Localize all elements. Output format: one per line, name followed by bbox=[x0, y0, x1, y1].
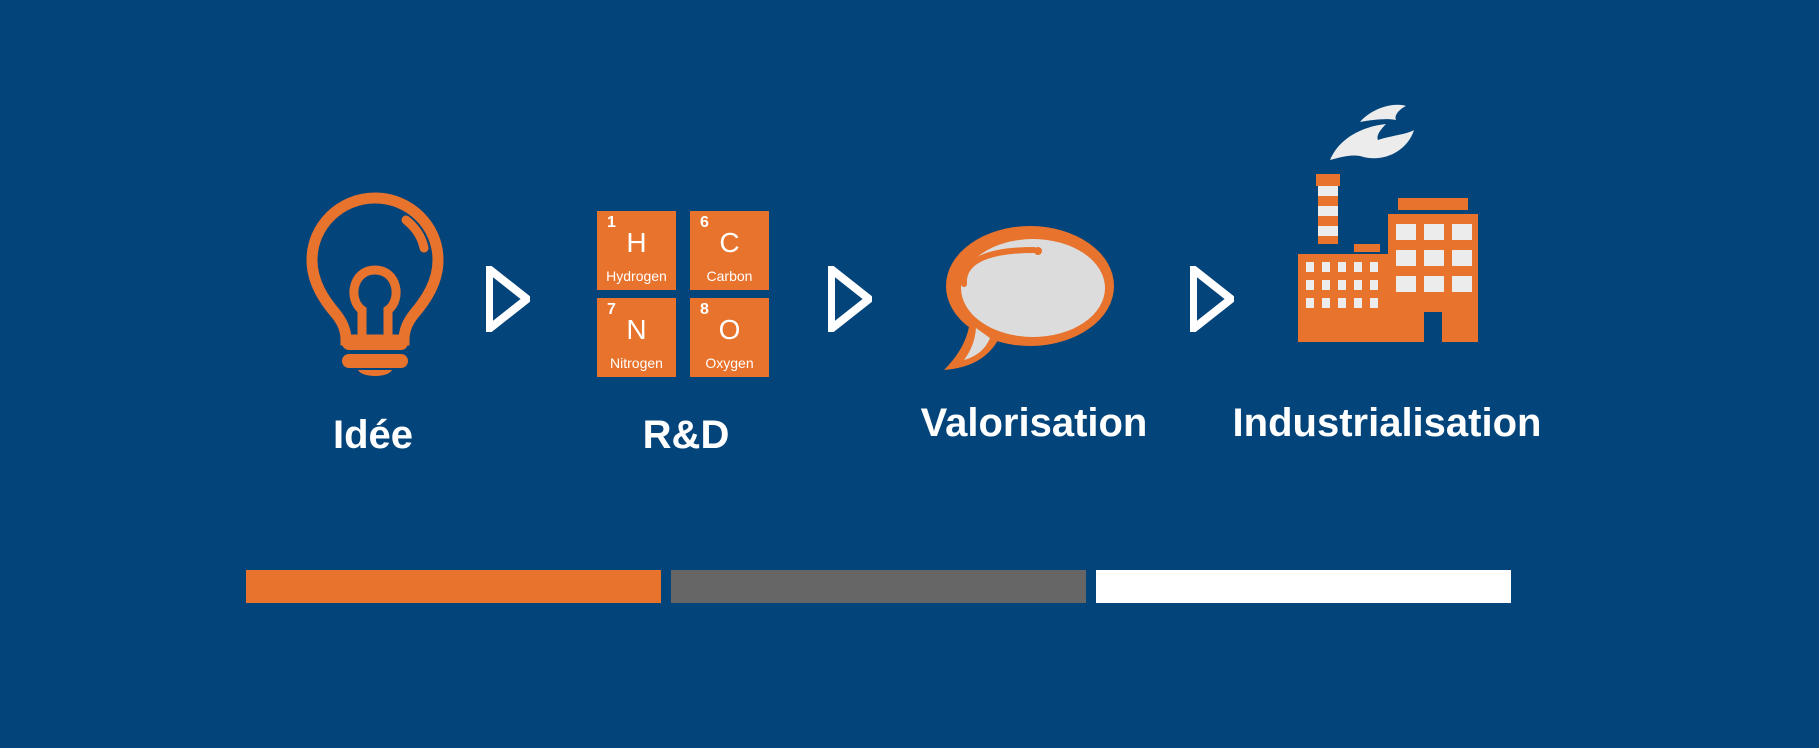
arrow-right-icon bbox=[828, 266, 872, 332]
element-number: 6 bbox=[700, 214, 709, 231]
element-tile: 6 C Carbon bbox=[690, 211, 769, 290]
progress-bar-segment bbox=[246, 570, 661, 603]
element-name: Hydrogen bbox=[606, 268, 667, 284]
lightbulb-icon bbox=[306, 192, 444, 376]
progress-bar-segment bbox=[1096, 570, 1511, 603]
element-symbol: O bbox=[718, 314, 741, 345]
element-name: Oxygen bbox=[705, 355, 754, 371]
step-label-idee: Idée bbox=[332, 413, 414, 457]
element-name: Carbon bbox=[706, 268, 753, 284]
arrow-right-icon bbox=[1190, 266, 1234, 332]
element-symbol: H bbox=[626, 227, 647, 258]
element-name: Nitrogen bbox=[610, 355, 663, 371]
element-symbol: N bbox=[626, 314, 647, 345]
element-number: 8 bbox=[700, 301, 709, 318]
step-label-rd: R&D bbox=[642, 413, 730, 457]
element-tile: 7 N Nitrogen bbox=[597, 298, 676, 377]
element-symbol: C bbox=[719, 227, 740, 258]
periodic-table-icon: 1 H Hydrogen 6 C Carbon 7 N Nitrogen 8 O… bbox=[597, 211, 770, 379]
speech-bubble-icon bbox=[944, 226, 1114, 370]
element-tile: 8 O Oxygen bbox=[690, 298, 769, 377]
step-label-valorisation: Valorisation bbox=[920, 401, 1148, 445]
element-tile: 1 H Hydrogen bbox=[597, 211, 676, 290]
step-label-industrialisation: Industrialisation bbox=[1232, 401, 1542, 445]
element-number: 1 bbox=[607, 214, 616, 231]
arrow-right-icon bbox=[486, 266, 530, 332]
element-number: 7 bbox=[607, 301, 616, 318]
factory-icon bbox=[1298, 104, 1478, 342]
progress-bar-segment bbox=[671, 570, 1086, 603]
